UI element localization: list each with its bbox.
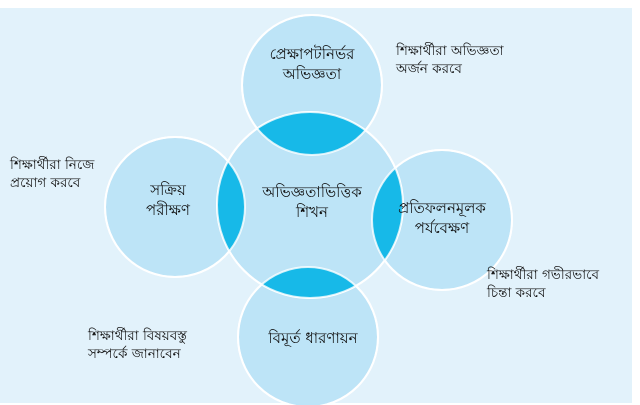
- top-circle-label-line2: অভিজ্ঞতা: [282, 65, 342, 84]
- left-circle-label-line1: সক্রিয়: [150, 181, 186, 199]
- bottom-circle-label: বিমূর্ত ধারণায়ন: [268, 328, 357, 348]
- note-bottom-left-line2: সম্পর্কে জানাবেন: [88, 346, 181, 363]
- top-circle-label: প্রেক্ষাপটনির্ভর অভিজ্ঞতা: [270, 44, 355, 85]
- note-right-bottom: শিক্ষার্থীরা গভীরভাবে চিন্তা করবে: [487, 266, 599, 302]
- note-left-line2: প্রয়োগ করবে: [10, 175, 81, 192]
- top-circle-label-line1: প্রেক্ষাপটনির্ভর: [269, 45, 355, 63]
- note-bottom-left-line1: শিক্ষার্থীরা বিষয়বস্তু: [88, 328, 187, 344]
- note-left: শিক্ষার্থীরা নিজে প্রয়োগ করবে: [10, 156, 94, 192]
- left-circle-label: সক্রিয় পরীক্ষণ: [146, 180, 190, 221]
- note-top-right-line2: অর্জন করবে: [396, 61, 462, 78]
- note-top-right-line1: শিক্ষার্থীরা অভিজ্ঞতা: [396, 43, 504, 59]
- center-circle-label-line1: অভিজ্ঞতাভিত্তিক: [262, 183, 362, 201]
- center-circle-label: অভিজ্ঞতাভিত্তিক শিখন: [262, 182, 361, 223]
- right-circle-label-line1: প্রতিফলনমূলক: [398, 199, 486, 217]
- right-circle-label-line2: পর্যবেক্ষণ: [414, 219, 470, 238]
- bottom-circle-label-line1: বিমূর্ত ধারণায়ন: [268, 329, 358, 347]
- note-top-right: শিক্ষার্থীরা অভিজ্ঞতা অর্জন করবে: [396, 42, 504, 78]
- right-circle-label: প্রতিফলনমূলক পর্যবেক্ষণ: [398, 198, 486, 239]
- left-circle-label-line2: পরীক্ষণ: [146, 201, 190, 220]
- note-right-bottom-line1: শিক্ষার্থীরা গভীরভাবে: [487, 267, 600, 283]
- note-right-bottom-line2: চিন্তা করবে: [487, 285, 546, 302]
- note-bottom-left: শিক্ষার্থীরা বিষয়বস্তু সম্পর্কে জানাবেন: [88, 327, 187, 363]
- note-left-line1: শিক্ষার্থীরা নিজে: [10, 157, 95, 173]
- center-circle-label-line2: শিখন: [296, 203, 328, 222]
